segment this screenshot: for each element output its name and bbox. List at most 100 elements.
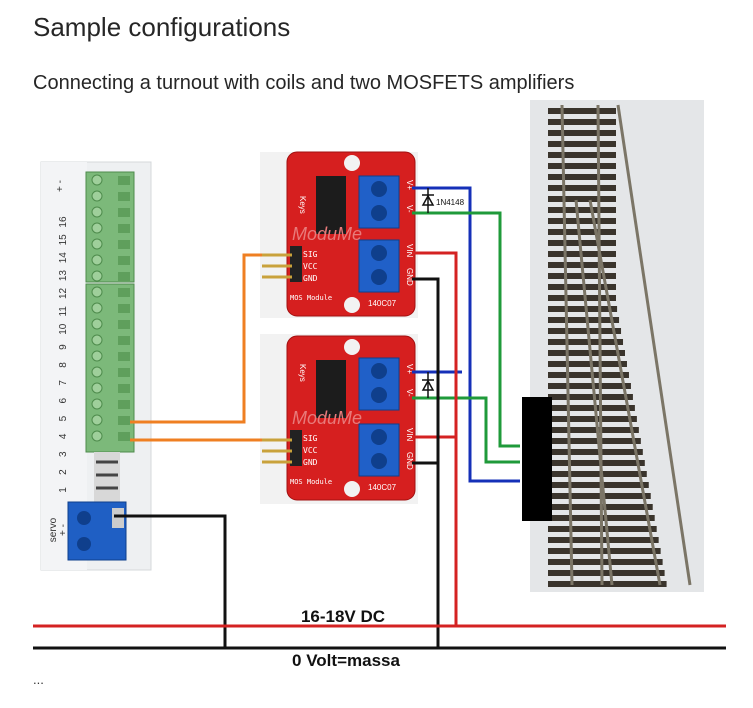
track-sleeper (548, 438, 641, 444)
module-2-vcc-label: VCC (303, 446, 318, 455)
track-sleeper (548, 108, 616, 114)
diode-symbol-2 (421, 379, 435, 391)
module-1-code: 140C07 (368, 299, 397, 308)
pin-number-11: 11 (58, 306, 69, 317)
track-sleeper (548, 493, 651, 499)
page-title: Sample configurations (33, 12, 291, 42)
module-2-gnd-label: GND (303, 458, 318, 467)
terminal-clamp (118, 192, 130, 201)
pin-number-1: 1 (58, 487, 69, 493)
track-sleeper (548, 317, 620, 323)
coil-wire-blue-1 (412, 186, 520, 483)
terminal-clamp (118, 320, 130, 329)
terminal-screw (91, 334, 103, 346)
module-1-vcc-label: VCC (303, 262, 318, 271)
terminal-clamp (118, 272, 130, 281)
terminal-screw (91, 270, 103, 282)
pin-number-4: 4 (58, 433, 69, 439)
track-sleeper (548, 141, 616, 147)
module-1-brand: ModuMe (292, 224, 362, 244)
terminal-clamp (118, 304, 130, 313)
track-sleeper (548, 449, 643, 455)
module-2-model-text: MOS Module (290, 478, 332, 486)
pin-number-6: 6 (58, 397, 69, 403)
pin-number-14: 14 (58, 252, 69, 264)
terminal-clamp (118, 208, 130, 217)
module-2-vplus-label: V+ (405, 364, 414, 374)
track-sleeper (548, 284, 616, 290)
wires: 1N4148 (33, 186, 726, 650)
terminal-clamp (118, 432, 130, 441)
page-subtitle: Connecting a turnout with coils and two … (33, 72, 575, 94)
track-sleeper (548, 416, 637, 422)
track-sleeper (548, 174, 616, 180)
terminal-screw (91, 414, 103, 426)
track-sleeper (548, 119, 616, 125)
track-sleeper (548, 537, 659, 543)
terminal-screw (91, 318, 103, 330)
diode-symbol-1 (421, 194, 435, 206)
mosfet-module-2: ModuMe Keys SIG VCC GND MOS Module 140C0… (260, 334, 418, 504)
terminal-screw (91, 366, 103, 378)
track-sleeper (548, 163, 616, 169)
mosfet-module-1: ModuMe Keys SIG VCC GND MOS Module 140C0… (260, 151, 418, 318)
module-2-brand: ModuMe (292, 408, 362, 428)
track-sleeper (548, 229, 616, 235)
signal-wire-1 (130, 253, 262, 424)
pin-number-12: 12 (58, 287, 69, 299)
terminal-screw (91, 302, 103, 314)
diode-label: 1N4148 (436, 198, 465, 207)
pin-number-10: 10 (58, 323, 69, 335)
terminal-screw (91, 190, 103, 202)
track-sleeper (548, 570, 665, 576)
track-sleeper (548, 361, 627, 367)
pin-number-3: 3 (58, 451, 69, 457)
track-sleeper (548, 295, 616, 301)
track-sleeper (548, 130, 616, 136)
module-2-code: 140C07 (368, 483, 397, 492)
module-1-gnd-label: GND (303, 274, 318, 283)
track-sleeper (548, 152, 616, 158)
terminal-screw (91, 430, 103, 442)
terminal-screw (91, 350, 103, 362)
module-2-vminus-label: V- (405, 389, 414, 397)
track-sleeper (548, 207, 616, 213)
ellipsis-text: ... (33, 672, 44, 687)
turnout-coil-motor (522, 397, 552, 521)
terminal-screw (91, 382, 103, 394)
track-sleeper (548, 482, 649, 488)
terminal-screw (91, 174, 103, 186)
track-sleeper (548, 218, 616, 224)
track-sleeper (548, 548, 661, 554)
module-1-vin-label: VIN (405, 244, 414, 258)
terminal-clamp (118, 368, 130, 377)
track-sleeper (548, 559, 663, 565)
terminal-screw (91, 222, 103, 234)
track-sleeper (548, 328, 622, 334)
turnout-track (522, 100, 704, 592)
track-sleepers (548, 108, 667, 587)
track-sleeper (548, 306, 618, 312)
terminal-clamp (118, 176, 130, 185)
terminal-clamp (118, 416, 130, 425)
terminal-screw (91, 238, 103, 250)
module-1-sig-label: SIG (303, 250, 318, 259)
module-2-vin-label: VIN (405, 428, 414, 442)
track-sleeper (548, 471, 647, 477)
module-1-model-text: MOS Module (290, 294, 332, 302)
track-sleeper (548, 339, 624, 345)
module-1-vplus-label: V+ (405, 180, 414, 190)
track-sleeper (548, 427, 639, 433)
track-sleeper (548, 196, 616, 202)
pin-number-5: 5 (58, 415, 69, 421)
ground-wire-module-1 (412, 277, 440, 648)
coil-wire-green-2 (412, 396, 520, 464)
module-2-keys-label: Keys (298, 364, 307, 382)
track-sleeper (548, 383, 631, 389)
pin-number-9: 9 (58, 344, 69, 350)
terminal-clamp (118, 384, 130, 393)
terminal-clamp (118, 352, 130, 361)
